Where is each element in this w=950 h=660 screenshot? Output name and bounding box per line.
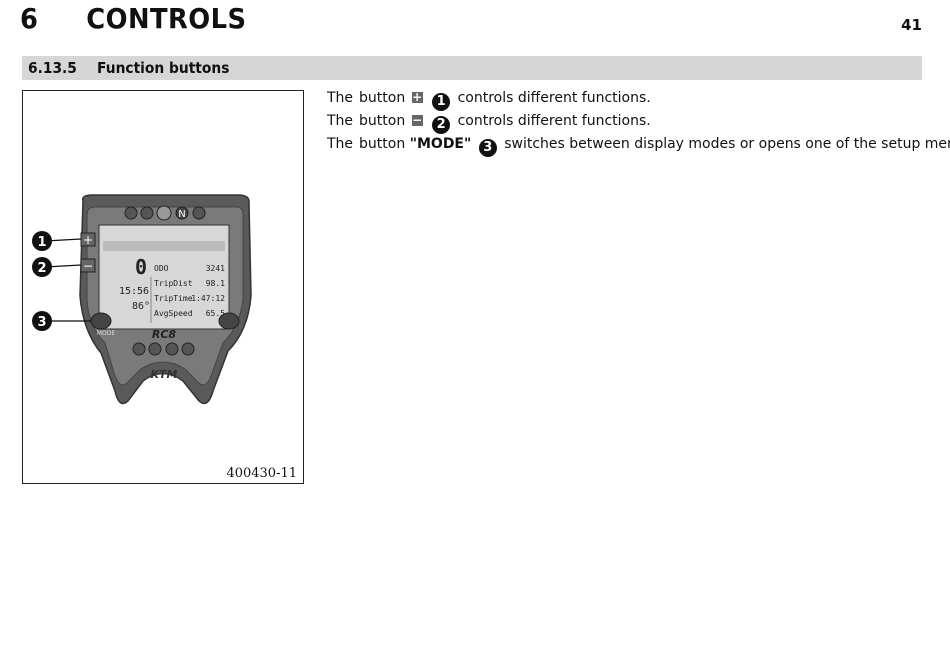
mode-button[interactable] (90, 312, 112, 330)
callout-2-icon: 2 (432, 116, 451, 134)
mode-label: "MODE" (409, 136, 472, 152)
instruction-word: button (359, 113, 406, 129)
callout-2 (32, 257, 52, 277)
page-number: 41 (901, 16, 922, 34)
instruction-text: switches between display modes or opens … (504, 136, 950, 152)
figure-code: 400430-11 (226, 466, 297, 481)
lcd-row-label: ODO (154, 264, 169, 273)
instruction-prefix: The (327, 90, 354, 106)
lcd-row-label: TripDist (154, 279, 193, 288)
plus-button-icon: + (411, 90, 423, 104)
section-number: 6.13.5 (28, 59, 77, 77)
indicator-lamp (124, 206, 138, 220)
svg-text:+: + (83, 233, 93, 247)
lcd-row-value: 1:47:12 (191, 294, 225, 303)
instruction-line: The button − 2 controls different functio… (327, 111, 950, 134)
mode-button-label: MODE (97, 330, 116, 337)
warning-lamp (148, 342, 162, 356)
svg-text:−: − (83, 259, 93, 273)
dashboard-illustration: N 0 15:56 86° ODO 3241 TripDist 98.1 Tri… (32, 194, 252, 405)
section-header: 6.13.5 Function buttons (22, 56, 922, 80)
indicator-lamp (181, 342, 195, 356)
callout-3-label: 3 (37, 315, 46, 330)
indicator-lamp (165, 342, 179, 356)
callout-3 (32, 311, 52, 331)
callout-1-icon: 1 (432, 93, 451, 111)
lcd-row-value: 98.1 (206, 279, 225, 288)
instruction-text: controls different functions. (457, 90, 651, 106)
instruction-word: button (359, 136, 406, 152)
lcd-row-label: TripTime (154, 294, 193, 303)
lcd-row-label: AvgSpeed (154, 309, 193, 318)
chapter-heading: 6 CONTROLS (20, 2, 247, 35)
dashboard-figure: N 0 15:56 86° ODO 3241 TripDist 98.1 Tri… (22, 90, 304, 484)
callout-2-label: 2 (37, 261, 46, 276)
lcd-row-value: 65.5 (206, 309, 225, 318)
indicator-lamp (140, 206, 154, 220)
brand-logo: KTM (151, 368, 178, 381)
instruction-line: The button + 1 controls different functio… (327, 88, 950, 111)
neutral-lamp (175, 206, 189, 220)
chapter-title: CONTROLS (86, 2, 247, 35)
clock-readout: 15:56 (119, 286, 149, 297)
instructions: The button + 1 controls different functio… (327, 88, 950, 157)
temp-readout: 86° (132, 301, 150, 312)
right-button (218, 312, 240, 330)
callout-1 (32, 231, 52, 251)
chapter-number: 6 (20, 2, 39, 35)
indicator-lamp (192, 206, 206, 220)
instruction-line: The button "MODE" 3 switches between disp… (327, 134, 950, 157)
section-title: Function buttons (97, 59, 230, 77)
callout-3-icon: 3 (478, 139, 497, 157)
indicator-lamp (132, 342, 146, 356)
speed-readout: 0 (135, 255, 147, 279)
callout-1-label: 1 (37, 235, 46, 250)
neutral-lamp-label: N (178, 209, 185, 220)
rpm-scale (103, 241, 225, 251)
instruction-prefix: The (327, 136, 354, 152)
chequered-flag-icon (156, 205, 172, 221)
instruction-text: controls different functions. (457, 113, 651, 129)
lcd-row-value: 3241 (206, 264, 225, 273)
instruction-word: button (359, 90, 406, 106)
minus-button-icon: − (411, 113, 423, 127)
model-logo: RC8 (152, 328, 177, 341)
instruction-prefix: The (327, 113, 354, 129)
